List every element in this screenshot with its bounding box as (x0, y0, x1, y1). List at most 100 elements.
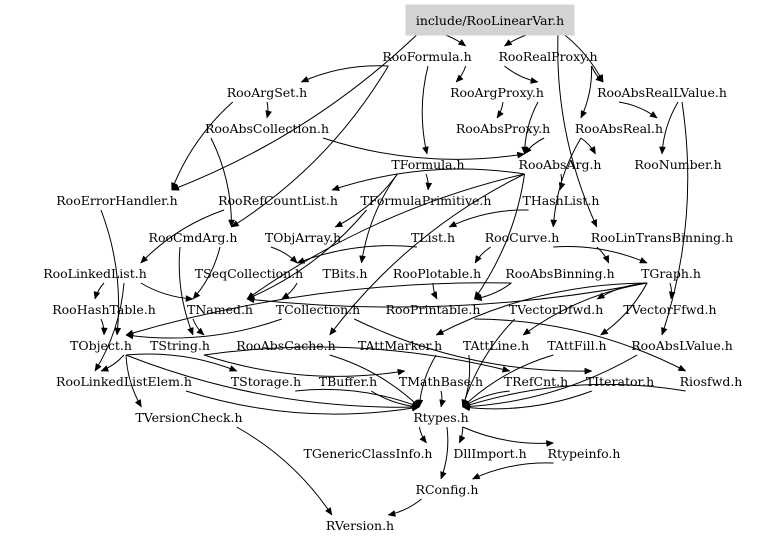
edge-RooPrintable-to-Riosfwd (474, 318, 686, 372)
node-RooRealProxy[interactable]: RooRealProxy.h (498, 49, 597, 64)
edge-RooFormula-to-TFormula (421, 65, 429, 155)
node-RooCmdArg[interactable]: RooCmdArg.h (149, 230, 238, 245)
arrowhead-TGraph-to-TAttLine (522, 327, 531, 336)
node-RooCurve[interactable]: RooCurve.h (485, 230, 560, 245)
arrowhead-TFormula-to-TBits (359, 255, 366, 264)
arrowhead-RooLinkedList-to-TNamed (185, 295, 194, 302)
node-RConfig[interactable]: RConfig.h (416, 482, 479, 497)
arrowhead-RooPlotable-to-RooPrintable (430, 291, 438, 300)
node-THashList[interactable]: THashList.h (523, 193, 600, 208)
edge-RooLinearVar-to-RooErrorHandler (171, 29, 423, 191)
arrowhead-RooCmdArg-to-TString (187, 327, 194, 336)
node-RVersion[interactable]: RVersion.h (326, 518, 394, 533)
node-TIterator[interactable]: TIterator.h (586, 374, 654, 389)
edge-RooAbsRealLValue-to-RooAbsLValue (661, 101, 689, 336)
edge-Rtypeinfo-to-RConfig (472, 462, 554, 480)
arrowhead-Rtypeinfo-to-RConfig (471, 472, 481, 480)
arrowhead-TList-to-TSeqCollection (296, 257, 306, 264)
node-TGraph[interactable]: TGraph.h (641, 266, 701, 281)
node-RooErrorHandler[interactable]: RooErrorHandler.h (56, 193, 177, 208)
node-RooAbsProxy[interactable]: RooAbsProxy.h (456, 121, 550, 136)
arrowhead-THashList-to-TList (448, 220, 458, 228)
edge-RooRefCountList-to-RooLinkedList (140, 209, 225, 264)
edge-TGraph-to-TAttMarker (435, 282, 648, 336)
edge-TStorage-to-Rtypes (295, 388, 420, 408)
edge-RooAbsCache-to-Rtypes (329, 354, 420, 408)
node-TGenericClassInfo[interactable]: TGenericClassInfo.h (304, 446, 433, 461)
node-TVectorDfwd[interactable]: TVectorDfwd.h (509, 302, 604, 317)
arrowhead-RooAbsReal-to-RooAbsArg (589, 146, 596, 155)
edge-TString-to-TMathBase (203, 354, 406, 377)
arrowhead-TVersionCheck-to-RVersion (325, 507, 333, 516)
node-TString[interactable]: TString.h (150, 338, 210, 353)
node-TFormulaPrimitive[interactable]: TFormulaPrimitive.h (361, 193, 492, 208)
node-RooPrintable[interactable]: RooPrintable.h (386, 302, 481, 317)
arrowhead-RooArgProxy-to-RooAbsProxy (496, 110, 504, 119)
node-TMathBase[interactable]: TMathBase.h (399, 374, 483, 389)
node-RooAbsReal[interactable]: RooAbsReal.h (575, 121, 663, 136)
arrowhead-RooFormula-to-TFormula (422, 146, 429, 155)
node-RooAbsBinning[interactable]: RooAbsBinning.h (505, 266, 614, 281)
edge-RooArgSet-to-RooErrorHandler (171, 101, 234, 191)
node-TSeqCollection[interactable]: TSeqCollection.h (195, 266, 303, 281)
node-TObjArray[interactable]: TObjArray.h (265, 230, 341, 245)
node-TVectorFfwd[interactable]: TVectorFfwd.h (623, 302, 716, 317)
node-RooLinkedList[interactable]: RooLinkedList.h (43, 266, 147, 281)
node-DllImport[interactable]: DllImport.h (453, 446, 526, 461)
arrowhead-TCollection-to-TIterator (584, 367, 593, 375)
arrowhead-RooRealProxy-to-RooAbsReal (580, 110, 588, 119)
node-Riosfwd[interactable]: Riosfwd.h (680, 374, 743, 389)
node-RooHashTable[interactable]: RooHashTable.h (52, 302, 156, 317)
node-RooLinearVar[interactable]: include/RooLinearVar.h (416, 13, 564, 28)
node-RooAbsArg[interactable]: RooAbsArg.h (519, 157, 602, 172)
node-RooAbsCollection[interactable]: RooAbsCollection.h (205, 121, 329, 136)
node-RooArgProxy[interactable]: RooArgProxy.h (450, 85, 544, 100)
node-TCollection[interactable]: TCollection.h (276, 302, 360, 317)
edge-RooLinkedList-to-TNamed (140, 282, 194, 300)
node-RooAbsRealLValue[interactable]: RooAbsRealLValue.h (597, 85, 727, 100)
arrowhead-RooHashTable-to-TObject (100, 327, 108, 336)
node-TAttLine[interactable]: TAttLine.h (463, 338, 529, 353)
arrowhead-RooArgSet-to-RooErrorHandler (171, 182, 178, 191)
node-RooAbsCache[interactable]: RooAbsCache.h (236, 338, 335, 353)
node-TNamed[interactable]: TNamed.h (187, 302, 253, 317)
edge-RooAbsArg-to-RooRefCountList (331, 168, 525, 191)
node-RooArgSet[interactable]: RooArgSet.h (227, 85, 307, 100)
edge-THashList-to-TList (448, 209, 529, 228)
edge-RooCurve-to-TGraph (553, 246, 648, 264)
edge-TObject-to-TStorage (125, 353, 238, 372)
node-TList[interactable]: TList.h (411, 230, 455, 245)
edge-TString-to-TRefCnt (203, 346, 510, 372)
arrowhead-RooLinkedList-to-RooLinkedListElem (94, 363, 102, 372)
node-RooNumber[interactable]: RooNumber.h (634, 157, 721, 172)
node-TAttFill[interactable]: TAttFill.h (547, 338, 606, 353)
node-Rtypes[interactable]: Rtypes.h (413, 410, 468, 425)
edge-RooAbsCollection-to-RooAbsArg (322, 137, 525, 160)
node-TStorage[interactable]: TStorage.h (231, 374, 301, 389)
arrowhead-TFormula-to-TObjArray (334, 220, 344, 228)
arrowhead-RooAbsBinning-to-RooPrintable (473, 294, 483, 302)
arrowhead-RooCmdArg-to-TNamed (192, 291, 201, 300)
edge-RooAbsBinning-to-TObject (125, 282, 512, 336)
node-TVersionCheck[interactable]: TVersionCheck.h (135, 410, 242, 425)
node-TBits[interactable]: TBits.h (323, 266, 368, 281)
node-TObject[interactable]: TObject.h (70, 338, 132, 353)
arrowhead-Rtypes-to-RConfig (440, 471, 447, 480)
arrowhead-TBuffer-to-Rtypes (411, 403, 420, 410)
node-RooFormula[interactable]: RooFormula.h (382, 49, 471, 64)
node-TRefCnt[interactable]: TRefCnt.h (504, 374, 568, 389)
node-TBuffer[interactable]: TBuffer.h (319, 374, 377, 389)
node-RooLinkedListElem[interactable]: RooLinkedListElem.h (56, 374, 192, 389)
node-RooRefCountList[interactable]: RooRefCountList.h (218, 193, 338, 208)
arrowhead-RooLinTransBinning-to-RooAbsBinning (602, 255, 609, 264)
arrowhead-RooLinearVar-to-RooLinTransBinning (590, 219, 598, 228)
node-TAttMarker[interactable]: TAttMarker.h (358, 338, 442, 353)
edge-RooLinkedListElem-to-Rtypes (185, 390, 420, 415)
node-Rtypeinfo[interactable]: Rtypeinfo.h (548, 446, 621, 461)
node-TFormula[interactable]: TFormula.h (391, 157, 464, 172)
node-RooPlotable[interactable]: RooPlotable.h (393, 266, 481, 281)
node-RooLinTransBinning[interactable]: RooLinTransBinning.h (591, 230, 733, 245)
arrowhead-Rtypes-to-TGenericClassInfo (419, 435, 427, 444)
node-RooAbsLValue[interactable]: RooAbsLValue.h (631, 338, 733, 353)
arrowhead-TNamed-to-TString (196, 327, 205, 336)
